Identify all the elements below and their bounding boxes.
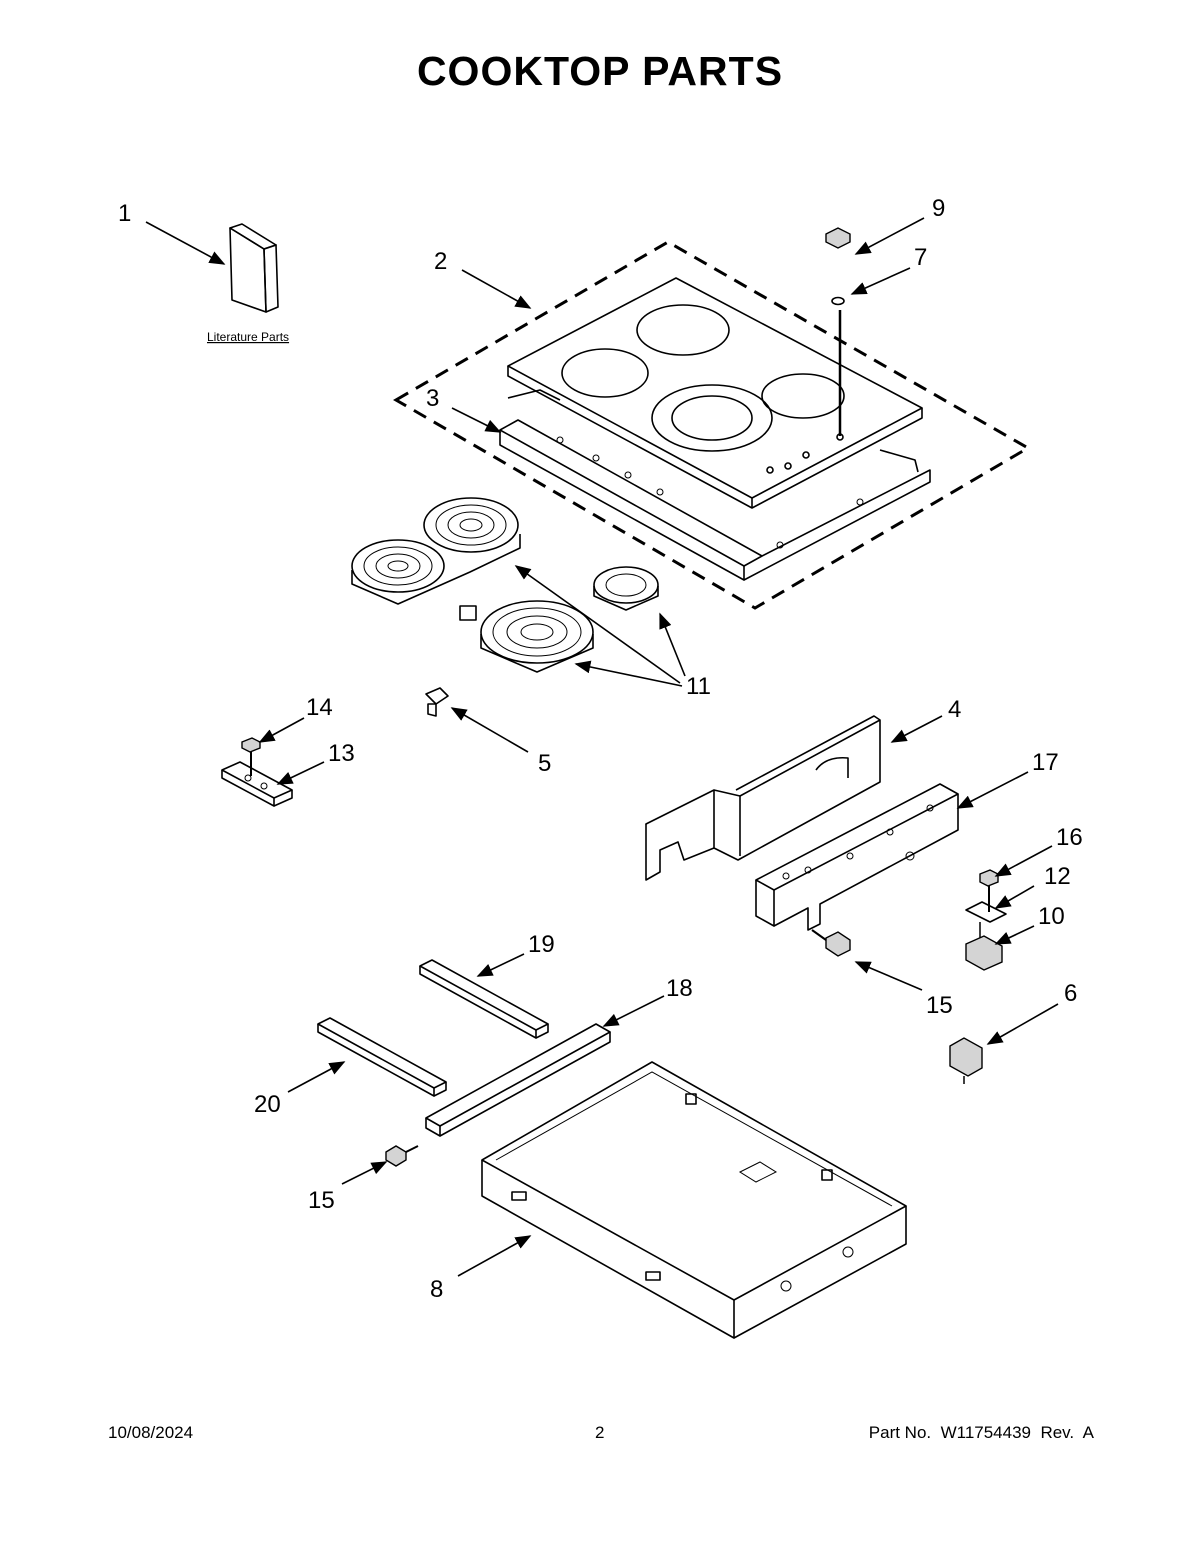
callout-10: 10 [1038, 903, 1065, 930]
callout-19: 19 [528, 931, 555, 958]
callout-11: 11 [686, 673, 711, 700]
part-4-panel [645, 715, 881, 881]
part-18-rail [425, 1023, 611, 1137]
part-19-rail [419, 959, 549, 1039]
radiant-surface-elements [351, 497, 659, 673]
part-15-screw-lower [385, 1145, 419, 1167]
assembly-dashed-outline [393, 240, 1031, 610]
callout-18: 18 [666, 975, 693, 1002]
callout-7: 7 [914, 244, 927, 271]
callout-15-upper: 15 [926, 992, 953, 1019]
callout-17: 17 [1032, 749, 1059, 776]
burner-ring-rear [636, 304, 730, 356]
callout-8: 8 [430, 1276, 443, 1303]
burner-ring-left [561, 348, 649, 398]
callout-14: 14 [306, 694, 333, 721]
footer-part-number: Part No. W11754439 Rev. A [868, 1423, 1094, 1442]
callout-9: 9 [932, 195, 945, 222]
part-10-12-16-switch-assembly [965, 869, 1007, 971]
callout-2: 2 [434, 248, 447, 275]
literature-parts-label: Literature Parts [207, 330, 289, 344]
callout-16: 16 [1056, 824, 1083, 851]
literature-parts-booklet: Literature Parts [207, 223, 289, 344]
part-5-sensor [425, 687, 449, 717]
burner-ring-front-inner [671, 395, 753, 441]
box-top-outline [481, 1061, 907, 1301]
part-6-limiter [949, 1037, 983, 1084]
callout-6: 6 [1064, 980, 1077, 1007]
burner-ring-front-outer [651, 384, 773, 452]
part-20-rail [317, 1017, 447, 1097]
callout-1: 1 [118, 200, 131, 227]
callout-4: 4 [948, 696, 961, 723]
footer-date: 10/08/2024 [108, 1423, 194, 1442]
cooktop-glass-assembly [393, 240, 1031, 610]
callout-15-lower: 15 [308, 1187, 335, 1214]
callout-13: 13 [328, 740, 355, 767]
leader-arrows [145, 217, 1059, 1277]
burner-ring-right [761, 373, 845, 419]
part-15-screw-upper [811, 929, 851, 957]
callout-20: 20 [254, 1091, 281, 1118]
part-17-bracket [755, 783, 959, 931]
callout-5: 5 [538, 750, 551, 777]
part-13-14-bracket [221, 737, 293, 807]
callout-3: 3 [426, 385, 439, 412]
control-knob-assembly [825, 227, 851, 436]
part-8-bottom-box [481, 1061, 907, 1339]
callout-12: 12 [1044, 863, 1071, 890]
page-title: COOKTOP PARTS [416, 48, 784, 94]
footer-page-number: 2 [595, 1423, 605, 1442]
